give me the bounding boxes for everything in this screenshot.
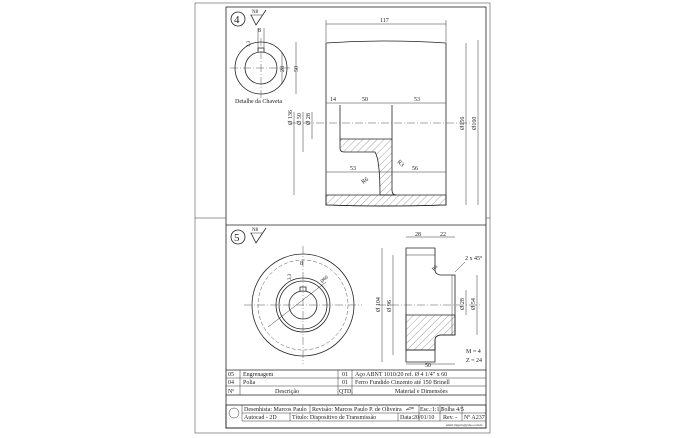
parts-list-rows-0-num: 05 [228,372,234,378]
drawing-line [405,314,456,351]
parts-list-header-qty: QTD. [339,389,353,395]
part4-dims-width: 117 [380,18,389,24]
title-block-drawn: Desenhista: Marcos Paulo [244,407,307,413]
part5-finish: N8 [252,228,259,233]
title-block-rev: Rev. - [443,415,457,421]
parts-list-rows-1-qty: 01 [342,380,348,386]
part-number: 5 [234,232,240,244]
parts-list-rows-1-num: 04 [228,380,234,386]
part4-dims-r6: R6 [361,177,370,186]
drawing-line [225,404,487,429]
title-block-review: Revisão: Marcos Paulo P. de Oliveira [312,407,402,413]
parts-list-rows-1-desc: Polia [243,380,256,386]
part4-finish: N8 [252,10,259,15]
part4-dims-d28v: Ø 28 [306,113,312,125]
part4-dims-bore: 28 [280,66,286,72]
parts-list-rows-0-material: Aço ABNT 1010/20 ref. Ø 4 1/4" x 60 [355,371,447,378]
part5-dims-d28: Ø 28 [460,298,466,310]
surface-finish-icon [250,227,267,244]
drawing-line [325,194,447,207]
part4-dims-r3: R3 [396,159,405,168]
signature-icon [405,407,415,411]
part4-dims-key-w: 8 [258,28,261,34]
table-row: 05 Engrenagem 01 Aço ABNT 1010/20 ref. Ø… [228,371,447,378]
part5-dims-chamfer: 2 x 45° [465,255,483,262]
part5-dims-d104: Ø 104 [376,297,382,312]
title-block-email: email: mppolo@yahoo.com.br [446,423,483,427]
parts-list-table: 05 Engrenagem 01 Aço ABNT 1010/20 ref. Ø… [226,369,486,396]
part5-dims-key-w: 8 [300,261,303,267]
parts-list-rows-0-desc: Engrenagem [243,372,274,378]
part5-dims-d54: Ø 54 [471,298,477,310]
detail-label: Detalhe da Chaveta [235,99,282,105]
title-block-scale: Esc.:1:1,5 [420,407,444,413]
part5-dims-d22: 22 [440,232,446,238]
part-number-balloon [230,229,246,245]
part4-dims-hub: 50 [294,66,300,72]
part4-dims-d156: Ø156 [460,117,466,130]
part4-dims-d56: 56 [412,166,418,172]
part5-dims-r6: R6 [432,264,440,272]
parts-list-header-desc: Descrição [275,389,299,395]
part5-dims-d28h: 28 [415,232,421,238]
part5-dims-d66: Ø66 [320,275,330,285]
part4-dims-d160: Ø160 [472,117,478,130]
part4-dims-d53b: 53 [350,166,356,172]
table-row: 04 Polia 01 Ferro Fundido Cinzento até 1… [228,380,450,386]
parts-list-rows-0-qty: 01 [342,372,348,378]
drawing-line [454,261,466,273]
part4-dims-d53a: 53 [414,97,420,103]
institution-logo-icon [228,407,240,419]
title-block-title: Título: Dispositivo de Transmissão [292,415,376,421]
table-header: Nº Descrição QTD. Material e Dimensões [228,389,448,395]
part4-dims-key-h: 3,3 [247,40,252,47]
title-block-number: Nº A237 [464,415,485,421]
parts-list-header-material: Material e Dimensões [395,389,448,395]
parts-list-rows-1-material: Ferro Fundido Cinzento até 150 Brinell [355,380,450,386]
part5-dims-d96: Ø 96 [387,300,393,312]
drawing-line [339,138,397,196]
gear-module: M = 4 [466,349,481,355]
part-5-view: 5 N8 8 3,3 Ø66 28 22 R6 2 x 45° Ø 104 Ø … [230,227,483,369]
part-number: 4 [234,14,240,26]
part5-dims-d50: 50 [425,363,431,369]
part-4-view: 4 N8 8 3,3 28 50 Detalhe da Chaveta 117 … [230,9,479,207]
part4-dims-d50: 50 [362,97,368,103]
part4-dims-d50v: Ø 50 [297,113,303,125]
drawing-line [267,281,327,328]
surface-finish-icon [250,9,267,26]
part5-dims-key-h: 3,3 [288,273,293,280]
inner-frame [225,6,487,429]
part4-dims-d136: Ø 136 [288,110,294,125]
title-block-sheet: Folha 4/5 [441,407,464,413]
gear-teeth: Z = 24 [466,358,482,364]
title-block-date: Data:20/01/10 [400,415,434,421]
title-block-software: Autocad - 2D [244,415,277,421]
parts-list-header-num: Nº [228,389,234,395]
part4-dims-d14: 14 [330,97,336,103]
title-block: Desenhista: Marcos Paulo Revisão: Marcos… [225,404,487,429]
part-number-balloon [230,11,246,27]
